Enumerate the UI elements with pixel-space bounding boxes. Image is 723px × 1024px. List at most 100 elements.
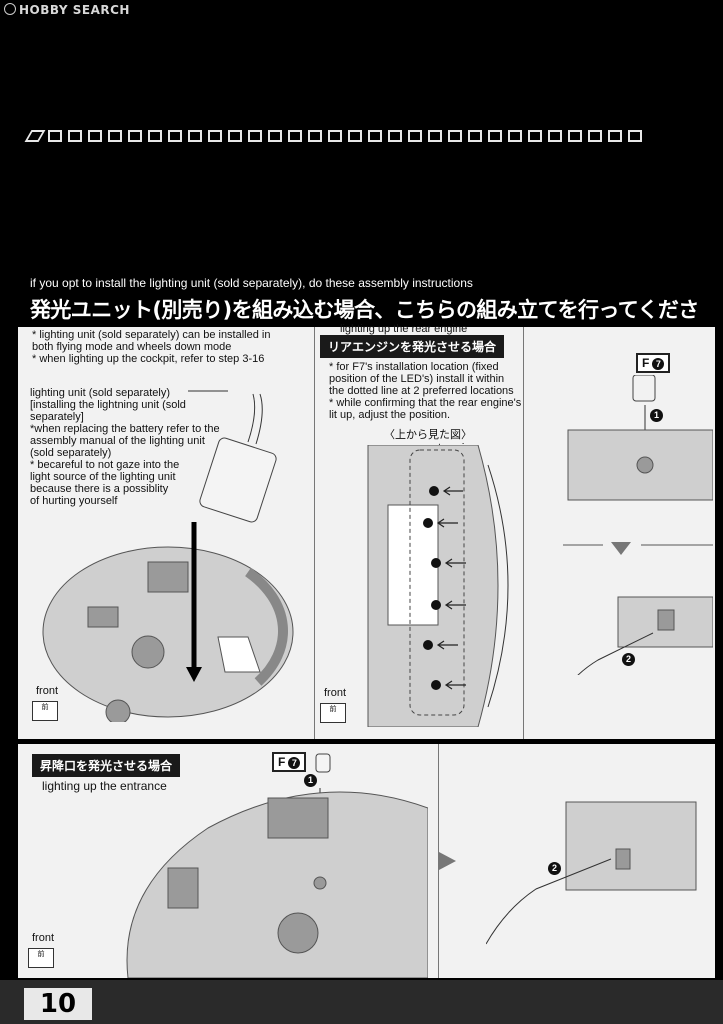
column-divider bbox=[523, 327, 524, 739]
led-marker bbox=[431, 680, 441, 690]
square-icon bbox=[448, 130, 462, 142]
step-number-1: 1 bbox=[650, 409, 663, 422]
entrance-caption: lighting up the entrance bbox=[42, 779, 167, 793]
led-markers bbox=[423, 486, 441, 690]
triangle-down-icon bbox=[611, 542, 631, 555]
logo-icon bbox=[4, 3, 16, 15]
square-icon bbox=[428, 130, 442, 142]
step-number-2: 2 bbox=[548, 862, 561, 875]
ship-detail bbox=[87, 606, 119, 628]
part-f7 bbox=[632, 375, 656, 402]
dotted-placement-area bbox=[409, 449, 465, 716]
ship-cockpit bbox=[105, 699, 131, 722]
ship-rim bbox=[245, 567, 288, 686]
front-label: front bbox=[32, 932, 55, 944]
front-icon-text: 前 bbox=[329, 706, 337, 713]
socket bbox=[313, 876, 327, 890]
square-icon bbox=[588, 130, 602, 142]
square-icon bbox=[468, 130, 482, 142]
part-letter: F bbox=[278, 755, 286, 769]
front-direction-icon: 前 bbox=[28, 948, 54, 968]
led-marker bbox=[423, 640, 433, 650]
square-icon bbox=[488, 130, 502, 142]
square-icon bbox=[268, 130, 282, 142]
note-line: both flying mode and wheels down mode bbox=[32, 341, 232, 353]
front-label: front bbox=[36, 685, 59, 697]
watermark-logo: HOBBY SEARCH bbox=[4, 3, 130, 17]
arrow-left-icon bbox=[442, 486, 463, 496]
led-marker bbox=[431, 600, 441, 610]
note-line: * for F7's installation location (fixed bbox=[329, 361, 499, 373]
led-marker bbox=[431, 558, 441, 568]
callout-line: light source of the lighting unit bbox=[30, 471, 176, 483]
arrow-left-icon bbox=[444, 600, 466, 610]
column-divider bbox=[438, 744, 439, 978]
square-icon bbox=[308, 130, 322, 142]
front-icon-text: 前 bbox=[37, 951, 45, 958]
arrow-left-icon bbox=[444, 680, 466, 690]
arrow-down-icon bbox=[186, 667, 202, 682]
square-icon bbox=[24, 130, 46, 142]
ship-illustration-left bbox=[42, 390, 294, 722]
upper-instruction-panel: * lighting unit (sold separately) can be… bbox=[18, 323, 715, 739]
callout-line: * becareful to not gaze into the bbox=[30, 459, 180, 471]
pointer-arrows bbox=[436, 486, 466, 690]
socket bbox=[636, 456, 654, 474]
page-footer bbox=[0, 980, 723, 1024]
square-icon bbox=[568, 130, 582, 142]
square-icon bbox=[128, 130, 142, 142]
callout-line: separately] bbox=[30, 411, 84, 423]
arrow-left-icon bbox=[436, 518, 458, 528]
square-icon bbox=[628, 130, 642, 142]
intro-caption: if you opt to install the lighting unit … bbox=[30, 276, 473, 290]
square-icon bbox=[508, 130, 522, 142]
led-marker bbox=[429, 486, 439, 496]
square-icon bbox=[528, 130, 542, 142]
hull-section bbox=[565, 801, 697, 891]
led-marker bbox=[423, 518, 433, 528]
note-line: lit up, adjust the position. bbox=[329, 409, 451, 421]
front-direction-icon: 前 bbox=[32, 701, 58, 721]
callout-line: because there is a possiblity bbox=[30, 483, 169, 495]
ship-detail bbox=[267, 797, 329, 839]
note-line: * while confirming that the rear engine'… bbox=[329, 397, 522, 409]
callout-line: assembly manual of the lighting unit bbox=[30, 435, 205, 447]
lighting-cable bbox=[486, 858, 612, 945]
ship-illustration-bottom bbox=[126, 753, 428, 978]
square-icon bbox=[408, 130, 422, 142]
square-icon bbox=[388, 130, 402, 142]
rear-engine-illustration bbox=[367, 445, 509, 727]
square-icon bbox=[368, 130, 382, 142]
middle-notes: * for F7's installation location (fixed … bbox=[329, 361, 529, 421]
arrow-right-shape bbox=[439, 852, 456, 870]
square-icon bbox=[248, 130, 262, 142]
step-number-2: 2 bbox=[622, 653, 635, 666]
step-number-1: 1 bbox=[304, 774, 317, 787]
column-divider bbox=[314, 327, 315, 739]
ship-detail bbox=[167, 867, 199, 909]
ship-opening bbox=[217, 636, 261, 673]
note-line: position of the LED's) install it within bbox=[329, 373, 505, 385]
callout-line: (sold separately) bbox=[30, 447, 112, 459]
square-icon bbox=[328, 130, 342, 142]
arrow-left-icon bbox=[436, 640, 458, 650]
lighting-unit-box bbox=[199, 437, 277, 523]
front-icon-text: 前 bbox=[41, 704, 49, 711]
part-f7-installed bbox=[615, 848, 631, 870]
right-illustration bbox=[563, 375, 713, 675]
note-line: the dotted line at 2 preferred locations bbox=[329, 385, 514, 397]
left-notes: * lighting unit (sold separately) can be… bbox=[32, 329, 312, 365]
square-icon bbox=[348, 130, 362, 142]
arrow-left-icon bbox=[444, 558, 466, 568]
ship-hull bbox=[42, 546, 294, 718]
square-icon bbox=[48, 130, 62, 142]
square-icon bbox=[608, 130, 622, 142]
ship-detail bbox=[147, 561, 189, 593]
note-line: * when lighting up the cockpit, refer to… bbox=[32, 353, 265, 365]
callout-line: *when replacing the battery refer to the bbox=[30, 423, 220, 435]
lighting-cable bbox=[577, 632, 654, 675]
square-icon bbox=[228, 130, 242, 142]
